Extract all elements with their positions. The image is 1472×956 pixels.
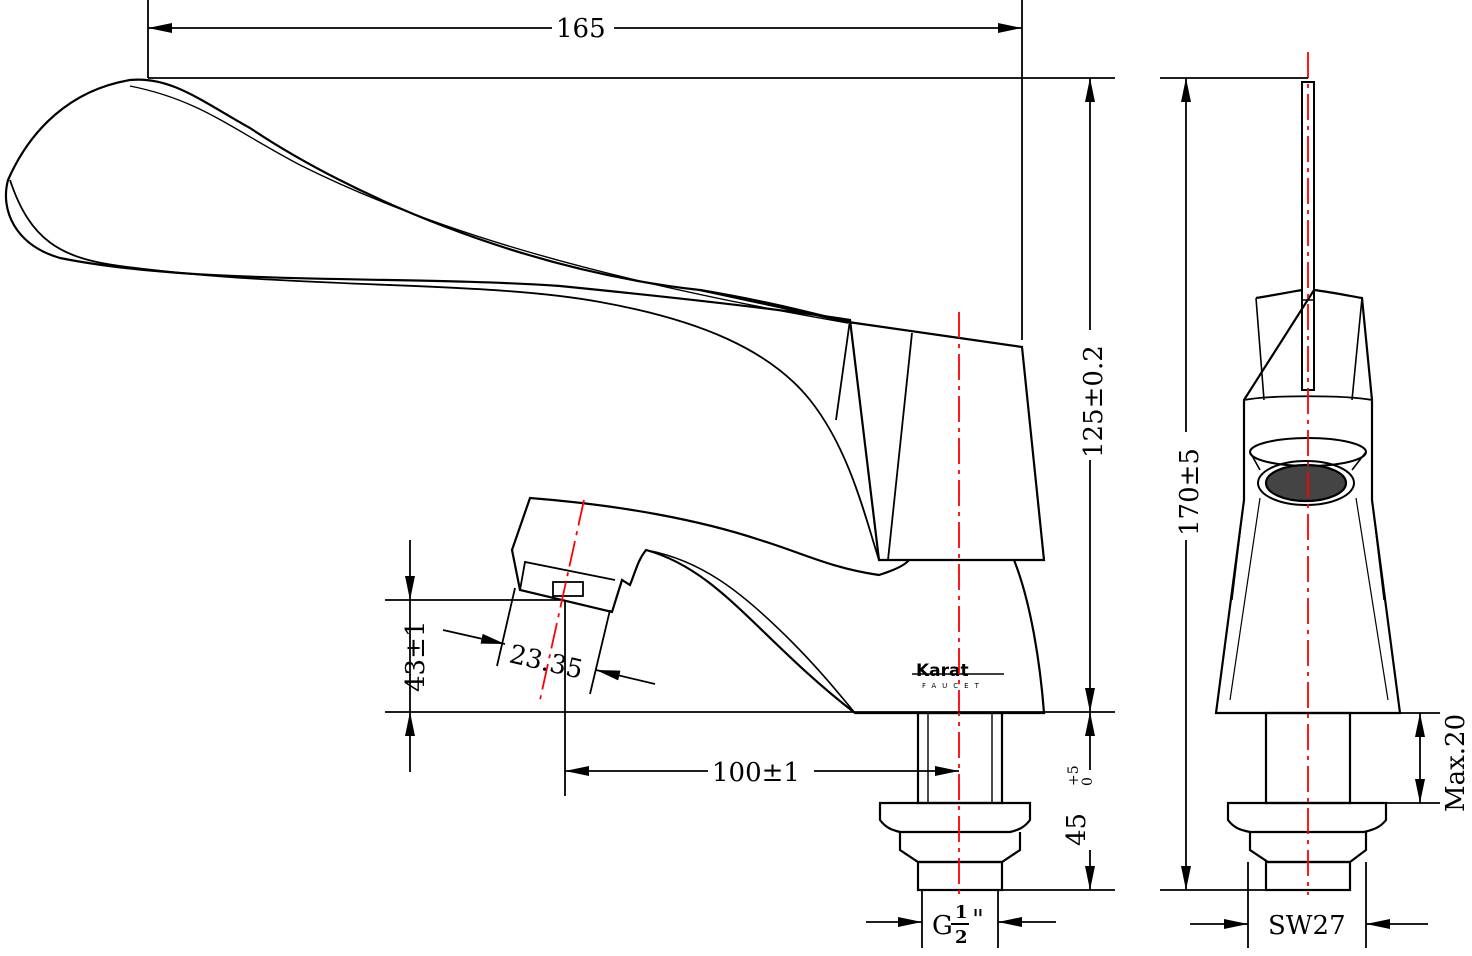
front-body <box>1214 288 1402 715</box>
dim-45: 45 <box>1062 813 1092 846</box>
thread-g: G <box>932 911 953 941</box>
front-aerator <box>1249 437 1367 506</box>
dim-23-35: 23.35 <box>506 640 585 686</box>
dim-45-upper-tol: +5 <box>1066 765 1082 786</box>
side-view <box>4 78 1046 892</box>
dim-sw27: SW27 <box>1268 911 1346 941</box>
dimension-lines <box>147 0 1440 948</box>
dim-max20: Max.20 <box>1441 714 1471 812</box>
dim-45-lower-tol: 0 <box>1080 777 1096 786</box>
dim-100: 100±1 <box>712 758 800 788</box>
handle-stem <box>1301 81 1315 391</box>
dimension-labels: 165 125±0.2 170±5 43±1 23.35 100±1 45 +5… <box>401 12 1471 948</box>
centerlines-side <box>539 312 960 895</box>
thread-den-value: 2 <box>955 927 968 948</box>
shank-nut <box>878 711 1032 892</box>
dim-170: 170±5 <box>1175 448 1205 536</box>
brand-logo-sub: FAUCET <box>922 682 985 690</box>
dim-165: 165 <box>556 14 606 44</box>
thread-suffix: " <box>972 905 984 935</box>
front-shank-nut <box>1226 711 1388 892</box>
brand-logo-text: Karat <box>916 661 969 681</box>
brand-logo: Karat FAUCET <box>912 661 1004 690</box>
thread-num: 1 <box>955 902 968 923</box>
dim-43: 43±1 <box>401 621 431 692</box>
dim-125: 125±0.2 <box>1079 345 1109 458</box>
lever-handle <box>4 78 1046 562</box>
